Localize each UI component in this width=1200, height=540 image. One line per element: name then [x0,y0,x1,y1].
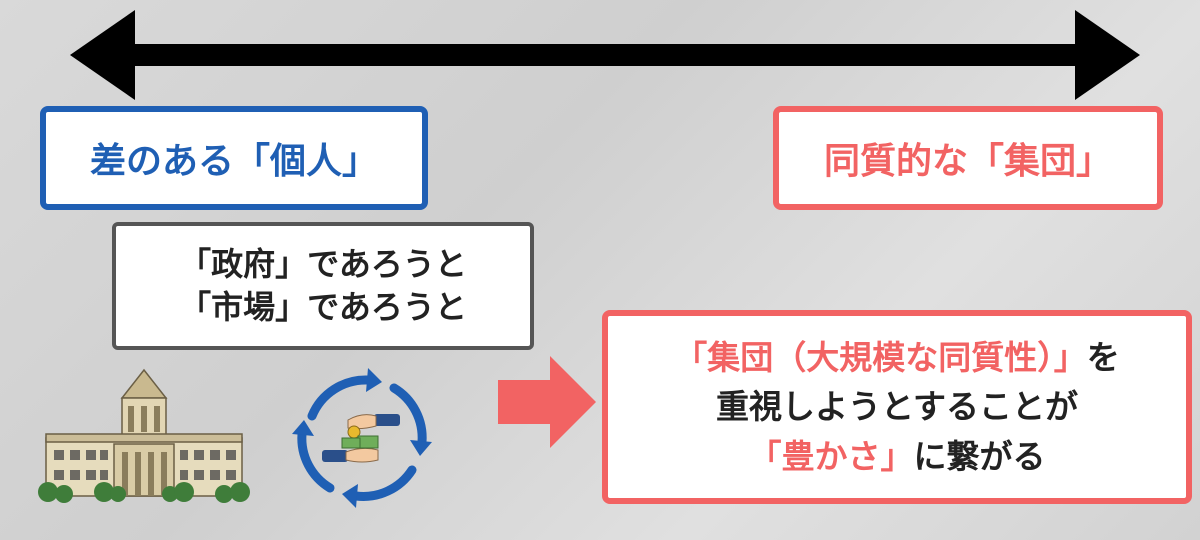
market-line: 「市場」であろうと [179,288,467,326]
conclusion-emphasis-wealth: 「豊かさ」 [748,436,914,476]
conclusion-particle: を [1086,337,1120,377]
conclusion-box: 「集団（大規模な同質性）」を 重視しようとすることが 「豊かさ」に繋がる [602,310,1192,504]
conclusion-ending: に繋がる [913,436,1046,476]
money-exchange-cycle-icon [292,368,432,508]
right-arrow-icon [498,356,596,448]
individual-label: 差のある「個人」 [89,141,378,182]
double-arrow-icon [70,10,1140,100]
government-market-box: 「政府」であろうと 「市場」であろうと [112,222,534,350]
conclusion-line-2: 重視しようとすることが [715,387,1078,427]
conclusion-line-1: 「集団（大規模な同質性）」を [674,333,1120,383]
group-label: 同質的な「集団」 [823,141,1112,182]
conclusion-line-3: 「豊かさ」に繋がる [749,432,1046,482]
individual-label-box: 差のある「個人」 [40,106,428,210]
conclusion-emphasis-group: 「集団（大規模な同質性）」 [674,337,1087,377]
group-label-box: 同質的な「集団」 [773,106,1163,210]
government-line: 「政府」であろうと [179,244,467,283]
parliament-building-icon [38,368,250,503]
